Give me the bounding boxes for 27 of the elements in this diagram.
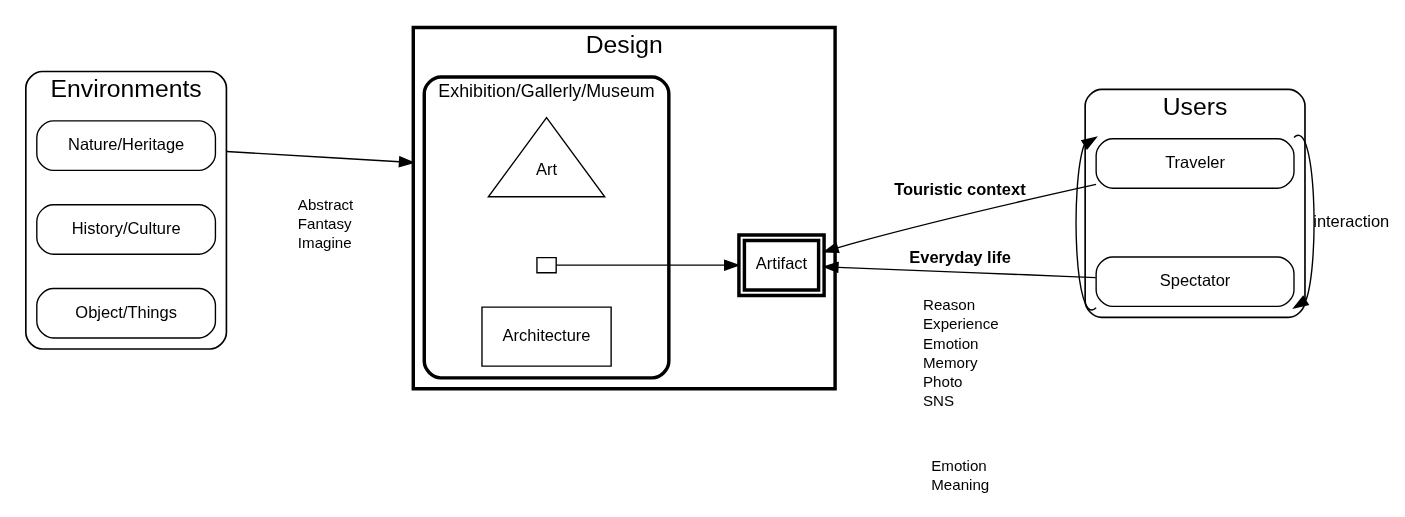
label: Memory — [923, 353, 978, 371]
node-box: Spectator — [1095, 255, 1295, 307]
arrow — [822, 183, 1097, 253]
node-box: Architecture — [481, 305, 612, 367]
node-box: History/Culture — [36, 203, 217, 255]
arrow — [555, 258, 741, 271]
arrow — [1075, 135, 1098, 311]
label: Abstract — [297, 195, 354, 213]
label: Emotion — [931, 456, 987, 474]
arrow — [1292, 134, 1315, 309]
label: Meaning — [931, 475, 990, 493]
node-box: Artifact — [737, 232, 826, 297]
label: Fantasy — [297, 214, 352, 232]
label: Experience — [923, 314, 999, 332]
node-box — [536, 256, 557, 273]
edge-label: Touristic context — [894, 179, 1026, 198]
label: SNS — [923, 391, 955, 409]
label: Imagine — [297, 233, 352, 251]
edge-label: Everyday life — [909, 247, 1011, 266]
arrow — [225, 150, 416, 167]
label: Emotion — [923, 334, 979, 352]
label: Photo — [923, 372, 963, 390]
label: Reason — [923, 295, 976, 313]
node-box: Traveler — [1095, 137, 1295, 189]
arrow — [822, 261, 1097, 278]
node-box: Nature/Heritage — [36, 119, 217, 171]
node-box: Object/Things — [36, 287, 217, 339]
